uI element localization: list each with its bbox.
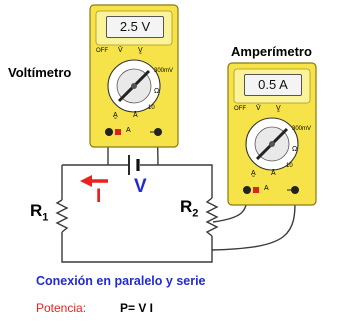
voltmeter-mark-off: OFF — [96, 48, 108, 54]
voltage-label: V — [134, 176, 147, 197]
voltmeter-mark-adc: Ā — [133, 112, 138, 119]
battery-icon — [128, 155, 140, 175]
ammeter-title: Amperímetro — [231, 44, 312, 59]
power-formula: P= V I — [120, 301, 154, 315]
voltmeter-mark-vac: V̰ — [138, 47, 143, 54]
ammeter-reading: 0.5 A — [244, 74, 302, 96]
ammeter-mark-aac: A̰ — [251, 170, 256, 177]
ammeter-mark-ohm: Ω — [292, 146, 298, 153]
voltmeter-mark-aac: A̰ — [113, 112, 118, 119]
ammeter-mark-off: OFF — [234, 106, 246, 112]
voltmeter-port-label: A — [126, 127, 131, 134]
ammeter-mark-vdc: V̄ — [256, 105, 261, 112]
resistor-r2-letter: R — [180, 197, 193, 216]
resistor-r2-subscript: 2 — [192, 207, 199, 220]
ammeter-port-label: A — [264, 185, 269, 192]
voltmeter-mark-ohm: Ω — [154, 88, 160, 95]
connection-caption: Conexión en paralelo y serie — [36, 274, 206, 288]
voltmeter-reading: 2.5 V — [106, 16, 164, 38]
voltmeter-mark-10: 10 — [148, 105, 155, 111]
ammeter-mark-10: 10 — [286, 163, 293, 169]
ammeter-mark-300mv: 300mV — [292, 126, 312, 132]
voltmeter-mark-300mv: 300mV — [154, 68, 174, 74]
resistor-r1-icon — [55, 199, 69, 233]
ammeter-mark-vac: V̰ — [276, 105, 281, 112]
voltmeter-mark-vdc: V̄ — [118, 47, 123, 54]
resistor-r1-subscript: 1 — [42, 211, 49, 224]
ammeter-mark-adc: Ā — [271, 170, 276, 177]
power-label: Potencia: — [36, 301, 87, 315]
current-arrow-icon — [80, 175, 108, 187]
resistor-r2-icon — [205, 197, 219, 237]
resistor-r1-label: R1 — [30, 201, 48, 223]
current-label: I — [96, 186, 102, 207]
resistor-r1-letter: R — [30, 201, 43, 220]
voltmeter-title: Voltímetro — [8, 65, 72, 80]
resistor-r2-label: R2 — [180, 197, 198, 219]
